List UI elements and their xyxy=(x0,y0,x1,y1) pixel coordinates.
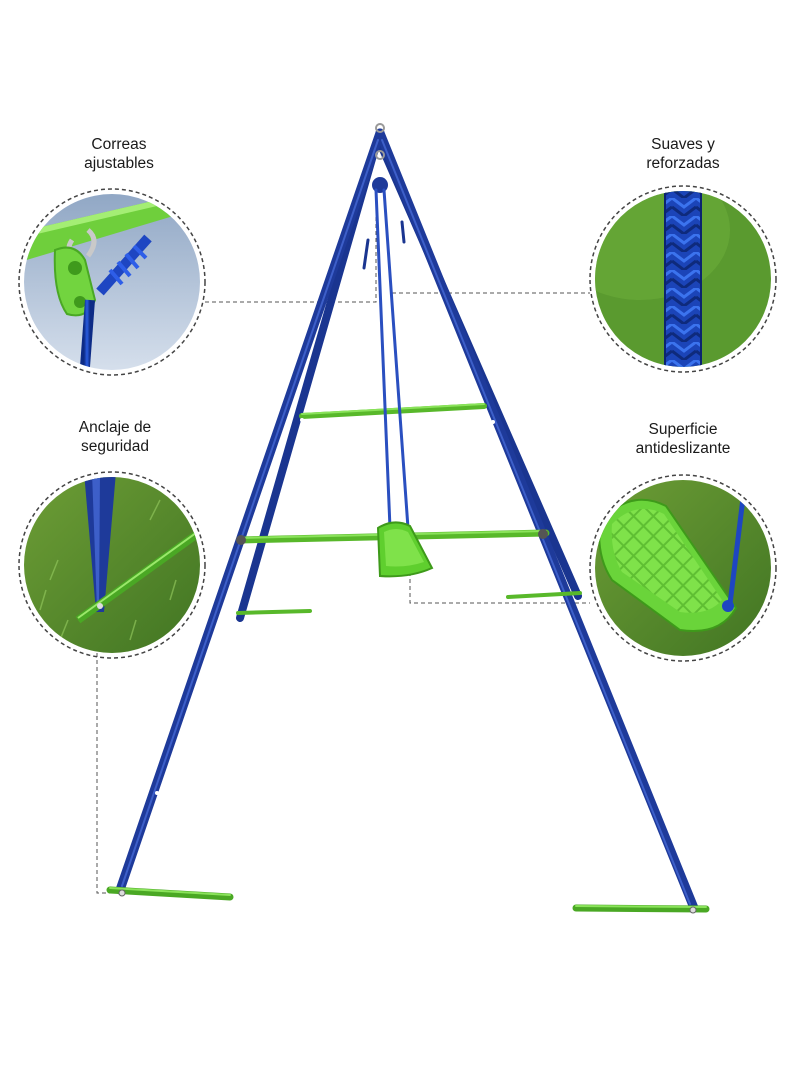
callout-circle-rope xyxy=(589,185,777,373)
connector-seat xyxy=(409,572,590,604)
label-straps: Correas ajustables xyxy=(24,135,214,173)
label-seat-line2: antideslizante xyxy=(635,440,731,457)
label-anchor: Anclaje de seguridad xyxy=(20,418,210,456)
swing-frame xyxy=(106,123,710,914)
callout-circle-straps xyxy=(18,188,206,376)
label-seat: Superficie antideslizante xyxy=(588,420,778,458)
label-straps-line1: Correas xyxy=(91,136,147,153)
label-rope: Suaves y reforzadas xyxy=(588,135,778,173)
label-rope-line2: reforzadas xyxy=(646,155,720,172)
callout-circle-anchor xyxy=(18,471,206,659)
label-rope-line1: Suaves y xyxy=(651,136,715,153)
label-anchor-line1: Anclaje de xyxy=(78,419,152,436)
label-anchor-line2: seguridad xyxy=(80,438,150,455)
swing-seat xyxy=(376,521,434,578)
label-seat-line1: Superficie xyxy=(648,421,718,438)
connector-anchor xyxy=(96,653,118,894)
callout-circle-seat xyxy=(589,474,777,662)
label-straps-line2: ajustables xyxy=(84,155,154,172)
